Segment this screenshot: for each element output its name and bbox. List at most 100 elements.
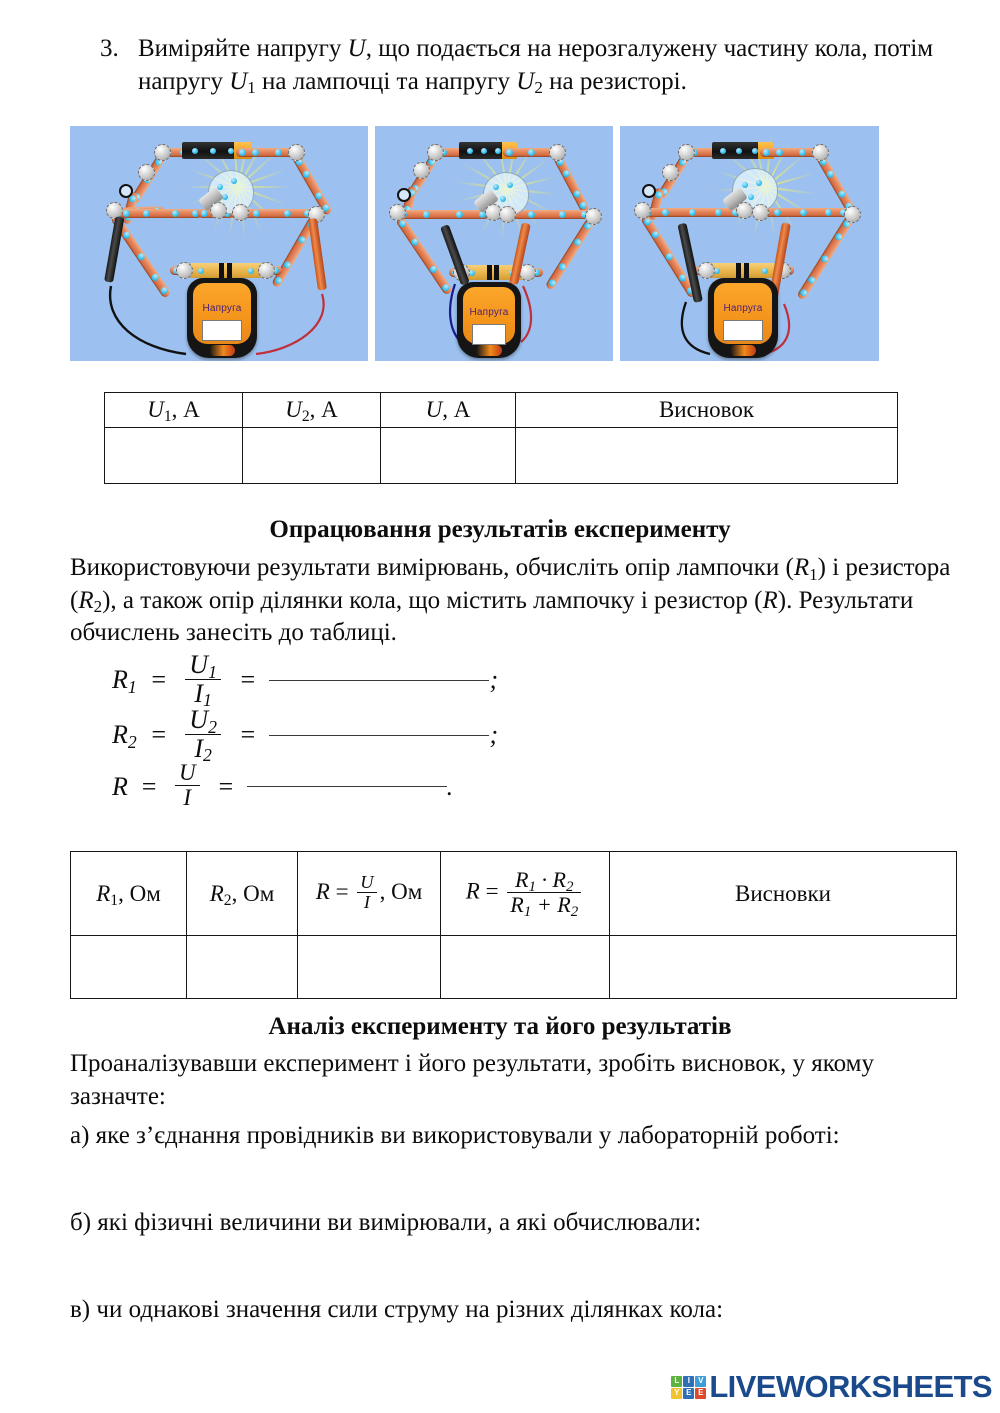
circuit-photo-2: Напруга [375, 126, 613, 361]
answer-blank-r[interactable] [246, 786, 447, 788]
switch-icon [119, 184, 133, 198]
cell-u2[interactable] [242, 427, 381, 484]
probe-leads [108, 285, 325, 356]
r1-symbol: R [96, 880, 111, 906]
r-symbol: R [315, 878, 330, 904]
lamp-filament [742, 182, 748, 188]
switch-icon [642, 184, 656, 198]
formula-fraction: U I [174, 760, 200, 811]
answer-blank-r2[interactable] [269, 734, 490, 736]
multimeter-screen [202, 320, 242, 341]
lamp-filament [217, 184, 223, 190]
cell-r-ui[interactable] [297, 935, 441, 999]
cell-u[interactable] [380, 427, 516, 484]
logo-letter-i: I [683, 1375, 695, 1387]
u2-subscript: 2 [301, 408, 310, 426]
resistor-block [708, 263, 778, 278]
logo-letter-l: L [671, 1375, 683, 1387]
fraction-numerator: U2 [189, 705, 217, 737]
section-heading-analysis: Аналіз експерименту та його результатів [268, 1013, 732, 1040]
fraction-denominator: I [174, 785, 200, 810]
snap-node [388, 203, 406, 221]
lamp-filament [231, 178, 237, 184]
r2-symbol: R [209, 880, 224, 906]
u-unit: , А [442, 397, 471, 422]
lamp-filament [748, 194, 754, 200]
answer-blank-r1[interactable] [269, 679, 490, 681]
multimeter-face: Напруга [714, 283, 772, 344]
formula-fraction: U2 I2 [185, 705, 221, 765]
terminator: . [446, 771, 454, 801]
snap-node [105, 201, 123, 219]
processing-paragraph: Використовуючи результати вимірювань, об… [70, 554, 951, 646]
snap-node [661, 163, 679, 181]
task-text: Виміряйте напругу U, що подається на нер… [138, 35, 934, 98]
table-header-conclusion: Висновок [515, 392, 898, 428]
snap-node [231, 203, 249, 221]
u2-symbol: U [285, 397, 302, 422]
formula-r2: R2 = U2 I2 = ; [112, 705, 632, 765]
fraction-numerator: R1 · R2 [514, 867, 574, 896]
equals-sign: = [210, 771, 241, 801]
snap-node [751, 203, 769, 221]
snap-node [426, 143, 444, 161]
r2-unit: , Ом [231, 880, 275, 906]
equals-sign: = [329, 878, 355, 904]
logo-squares-icon: L I V Y E E [671, 1375, 707, 1399]
equals-sign: = [143, 665, 174, 695]
u1-symbol: U [147, 397, 164, 422]
formula-list: R1 = U1 I1 = ; R2 = U2 I2 = ; R = U I = … [112, 651, 632, 811]
probe-leads [449, 283, 533, 343]
snap-node [257, 261, 275, 279]
formula-lhs: R [112, 771, 128, 801]
task-number: 3. [100, 35, 119, 62]
terminator: ; [489, 720, 499, 750]
logo-letter-v: V [695, 1375, 707, 1387]
multimeter-jack [209, 345, 235, 356]
cell-r2[interactable] [186, 935, 298, 999]
snap-node [677, 143, 695, 161]
cell-conclusions[interactable] [609, 935, 957, 999]
fraction-numerator: U [360, 871, 374, 892]
formula-fraction: U1 I1 [185, 651, 221, 710]
cell-u1[interactable] [104, 427, 243, 484]
snap-node [811, 143, 829, 161]
resistor-block [190, 263, 262, 278]
analysis-line-1: Проаналізувавши експеримент і його резул… [70, 1050, 805, 1077]
table-header-conclusions: Висновки [609, 851, 957, 936]
lamp-filament [222, 194, 228, 200]
snap-node [412, 161, 430, 179]
circuit-photo-row: Напруга [70, 126, 882, 361]
logo-letter-e2: E [695, 1387, 707, 1399]
cell-r-parallel[interactable] [440, 935, 610, 999]
fraction-numerator: U [178, 760, 196, 785]
logo-letter-y: Y [671, 1387, 683, 1399]
analysis-line-2: якому зазначте: [70, 1050, 874, 1110]
snap-node [633, 201, 651, 219]
analysis-paragraph: Проаналізувавши експеримент і його резул… [70, 1048, 960, 1113]
r-unit: , Ом [379, 878, 423, 904]
cell-r1[interactable] [70, 935, 187, 999]
r1-unit: , Ом [118, 880, 161, 906]
cell-conclusion[interactable] [515, 427, 898, 484]
circuit-photo-1: Напруга [70, 126, 368, 361]
multimeter-3: Напруга [708, 278, 778, 358]
equals-sign: = [232, 665, 263, 695]
fraction-denominator: I1 [185, 678, 221, 710]
measurements-table: U1, А U2, А U, А Висновок [104, 392, 898, 484]
r-symbol: R [465, 878, 480, 904]
multimeter-1: Напруга [187, 278, 257, 358]
equals-sign: = [479, 878, 505, 904]
lamp-filament [756, 180, 762, 186]
table-header-r2: R2, Ом [186, 851, 298, 936]
formula-lhs: R1 [112, 665, 137, 697]
u-symbol: U [425, 397, 443, 422]
logo-letter-e1: E [683, 1387, 695, 1399]
snap-node [697, 261, 715, 279]
multimeter-2: Напруга [457, 282, 521, 358]
fraction-denominator: I2 [185, 733, 221, 765]
u1-unit: , А [171, 397, 200, 422]
snap-node [137, 163, 155, 181]
liveworksheets-logo[interactable]: L I V Y E E LIVEWORKSHEETS [671, 1369, 993, 1405]
